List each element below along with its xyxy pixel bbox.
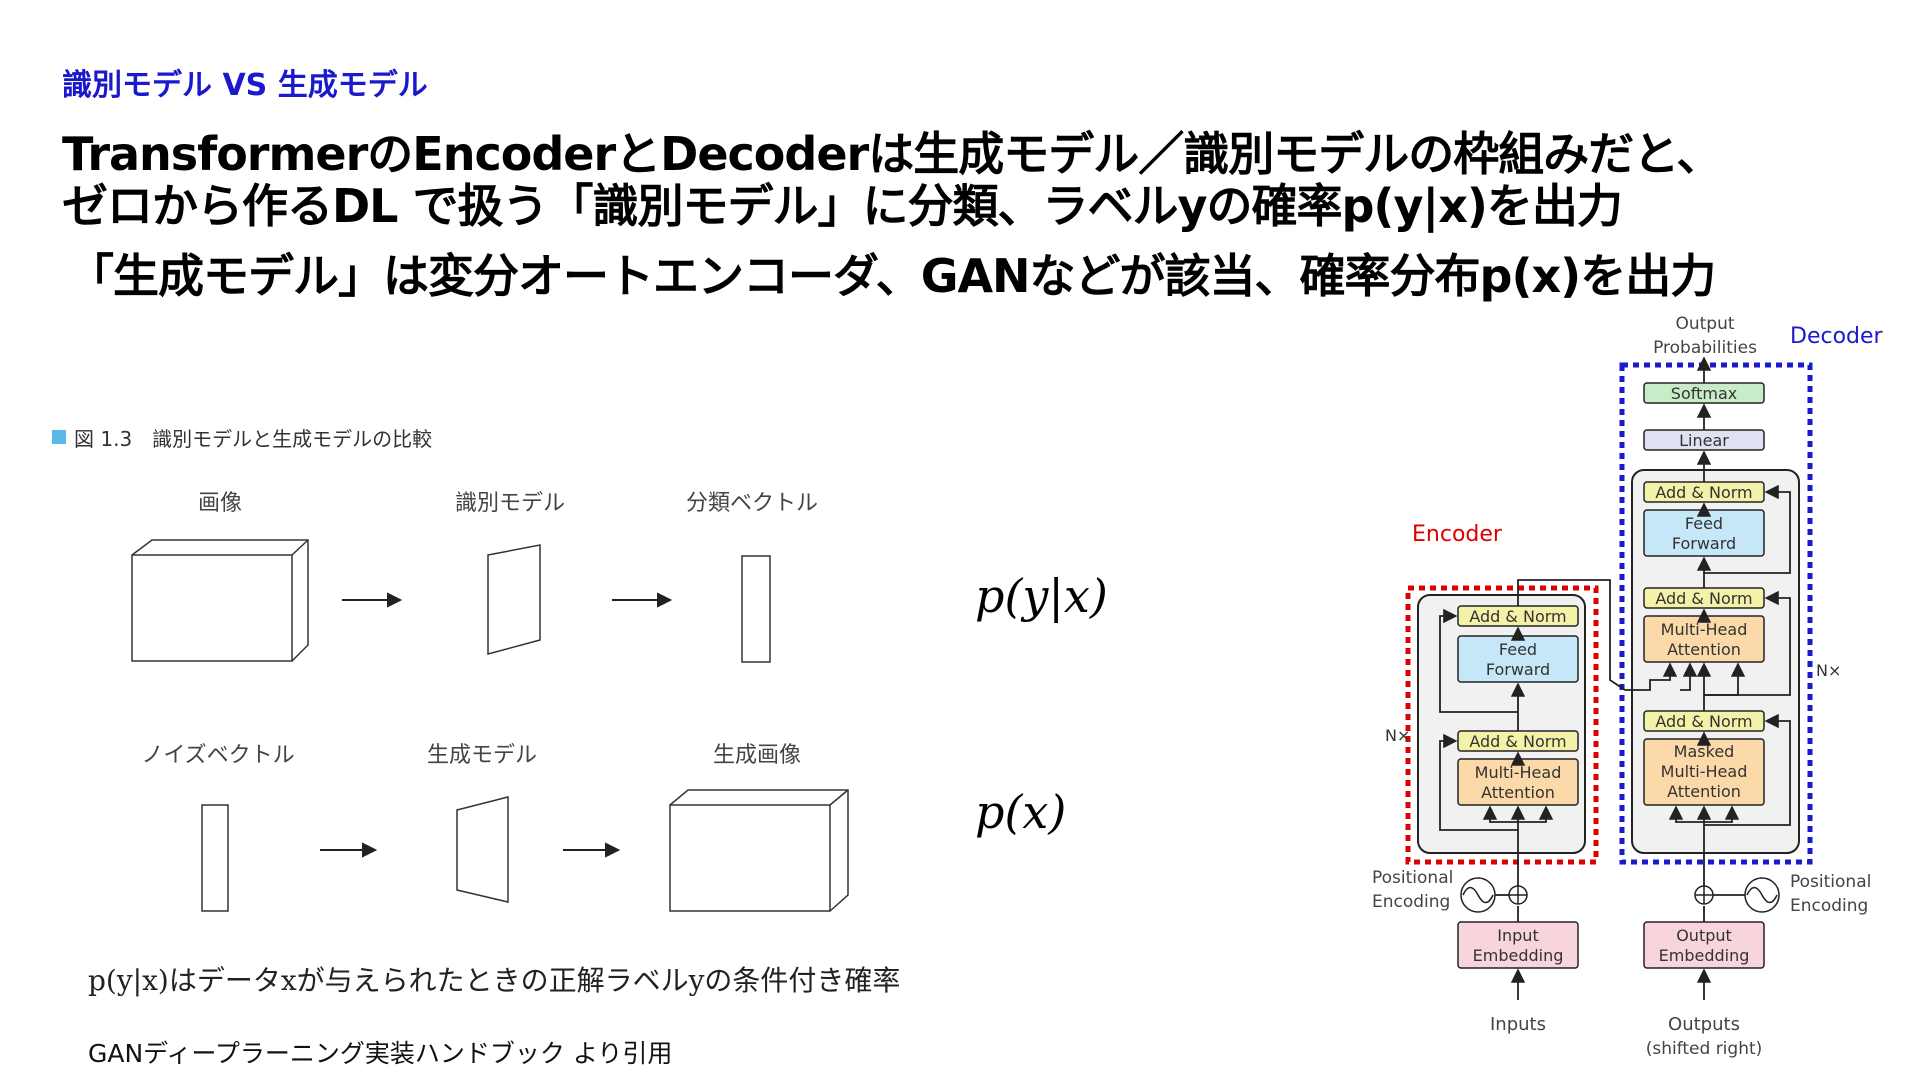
encoder-feed-forward-label-1: Feed (1499, 640, 1537, 659)
diagram-connections (1439, 356, 1791, 1000)
row1-arrow-1 (342, 592, 403, 608)
decoder-positional-label-2: Encoding (1790, 896, 1868, 916)
encoder-feed-forward-label-2: Forward (1486, 660, 1550, 679)
decoder-nx-label: N× (1816, 661, 1841, 680)
decoder-sine-icon (1744, 877, 1780, 913)
outputs-label-2: (shifted right) (1646, 1039, 1763, 1059)
encoder-highlight (1405, 585, 1599, 865)
headline-line-3: 「生成モデル」は変分オートエンコーダ、GANなどが該当、確率分布p(x)を出力 (68, 249, 1716, 303)
encoder-positional-label-2: Encoding (1372, 892, 1450, 912)
softmax-label: Softmax (1671, 384, 1737, 403)
source-citation: GANディープラーニング実装ハンドブック より引用 (88, 1039, 672, 1068)
decoder-positional-label-1: Positional (1790, 872, 1871, 892)
output-probabilities-line-2: Probabilities (1653, 338, 1757, 358)
decoder-mha-label-2: Attention (1667, 640, 1741, 659)
headline-line-2: ゼロから作るDL で扱う「識別モデル」に分類、ラベルyの確率p(y|x)を出力 (62, 179, 1623, 233)
linear-label: Linear (1679, 431, 1729, 450)
caption-marker (52, 430, 66, 444)
row2-generated-image-box (669, 789, 849, 912)
row1-arrow-2 (612, 592, 673, 608)
transformer-architecture-diagram: Decoder Encoder Output Probabilities Add… (1372, 314, 1884, 1059)
row1-formula: p(y|x) (975, 569, 1108, 623)
encoder-mha-label-1: Multi-Head (1475, 763, 1562, 782)
decoder-feed-forward-label-2: Forward (1672, 534, 1736, 553)
encoder-stack (1417, 594, 1586, 854)
input-embedding-label-2: Embedding (1473, 946, 1564, 965)
row1-input-label: 画像 (198, 491, 242, 516)
headline-line-1: TransformerのEncoderとDecoderは生成モデル／識別モデルの… (62, 127, 1722, 181)
decoder-title: Decoder (1790, 324, 1884, 349)
row1-model-label: 識別モデル (455, 491, 565, 516)
row2-arrow-2 (563, 842, 621, 858)
row2-input-label: ノイズベクトル (141, 743, 294, 768)
encoder-nx-label: N× (1385, 726, 1410, 745)
row1-class-vector (741, 555, 771, 663)
output-embedding-label-2: Embedding (1659, 946, 1750, 965)
row2-model-trapezoid (456, 796, 509, 903)
decoder-add-norm-middle-label: Add & Norm (1655, 589, 1752, 608)
figure-caption: 図 1.3 識別モデルと生成モデルの比較 (74, 427, 432, 451)
row1-image-box (131, 539, 309, 662)
encoder-add-circle-icon (1508, 885, 1528, 905)
decoder-mha-label-1: Multi-Head (1661, 620, 1748, 639)
row2-model-label: 生成モデル (427, 743, 537, 768)
slide-subtitle: 識別モデル VS 生成モデル (62, 68, 428, 103)
decoder-feed-forward-label-1: Feed (1685, 514, 1723, 533)
row2-noise-vector (201, 804, 229, 912)
output-probabilities-line-1: Output (1675, 314, 1734, 334)
masked-label-2: Multi-Head (1661, 762, 1748, 781)
decoder-add-circle-icon (1694, 885, 1714, 905)
encoder-mha-label-2: Attention (1481, 783, 1555, 802)
encoder-positional-label-1: Positional (1372, 868, 1453, 888)
encoder-title: Encoder (1412, 522, 1503, 547)
row2-arrow-1 (320, 842, 378, 858)
output-embedding-label-1: Output (1676, 926, 1732, 945)
inputs-label: Inputs (1490, 1014, 1546, 1035)
decoder-highlight (1619, 362, 1813, 865)
outputs-label-1: Outputs (1668, 1014, 1740, 1035)
encoder-add-norm-top-label: Add & Norm (1469, 607, 1566, 626)
decoder-add-norm-bottom-label: Add & Norm (1655, 712, 1752, 731)
row2-output-label: 生成画像 (713, 743, 801, 768)
encoder-sine-icon (1460, 877, 1496, 913)
masked-label-3: Attention (1667, 782, 1741, 801)
row2-formula: p(x) (975, 785, 1066, 839)
row1-output-label: 分類ベクトル (686, 491, 818, 516)
encoder-add-norm-bottom-label: Add & Norm (1469, 732, 1566, 751)
model-comparison-figure: 図 1.3 識別モデルと生成モデルの比較 画像 識別モデル 分類ベクトル p(y… (52, 427, 1108, 1068)
input-embedding-label-1: Input (1497, 926, 1538, 945)
conditional-probability-note: p(y|x)はデータxが与えられたときの正解ラベルyの条件付き確率 (88, 964, 900, 997)
masked-label-1: Masked (1674, 742, 1735, 761)
decoder-add-norm-top-label: Add & Norm (1655, 483, 1752, 502)
row1-model-trapezoid (487, 544, 541, 655)
